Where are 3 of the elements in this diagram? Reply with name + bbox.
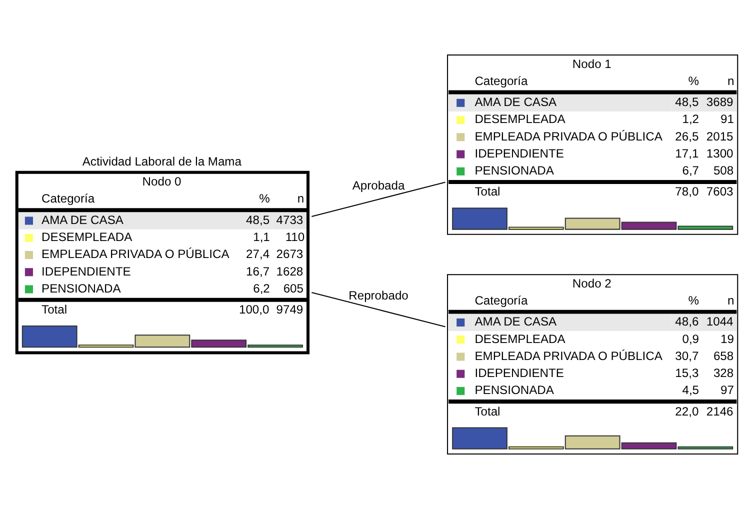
node-label: Actividad Laboral de la Mama <box>82 154 241 168</box>
edge-label: Reprobado <box>348 288 408 302</box>
edge-label: Aprobada <box>352 178 404 192</box>
